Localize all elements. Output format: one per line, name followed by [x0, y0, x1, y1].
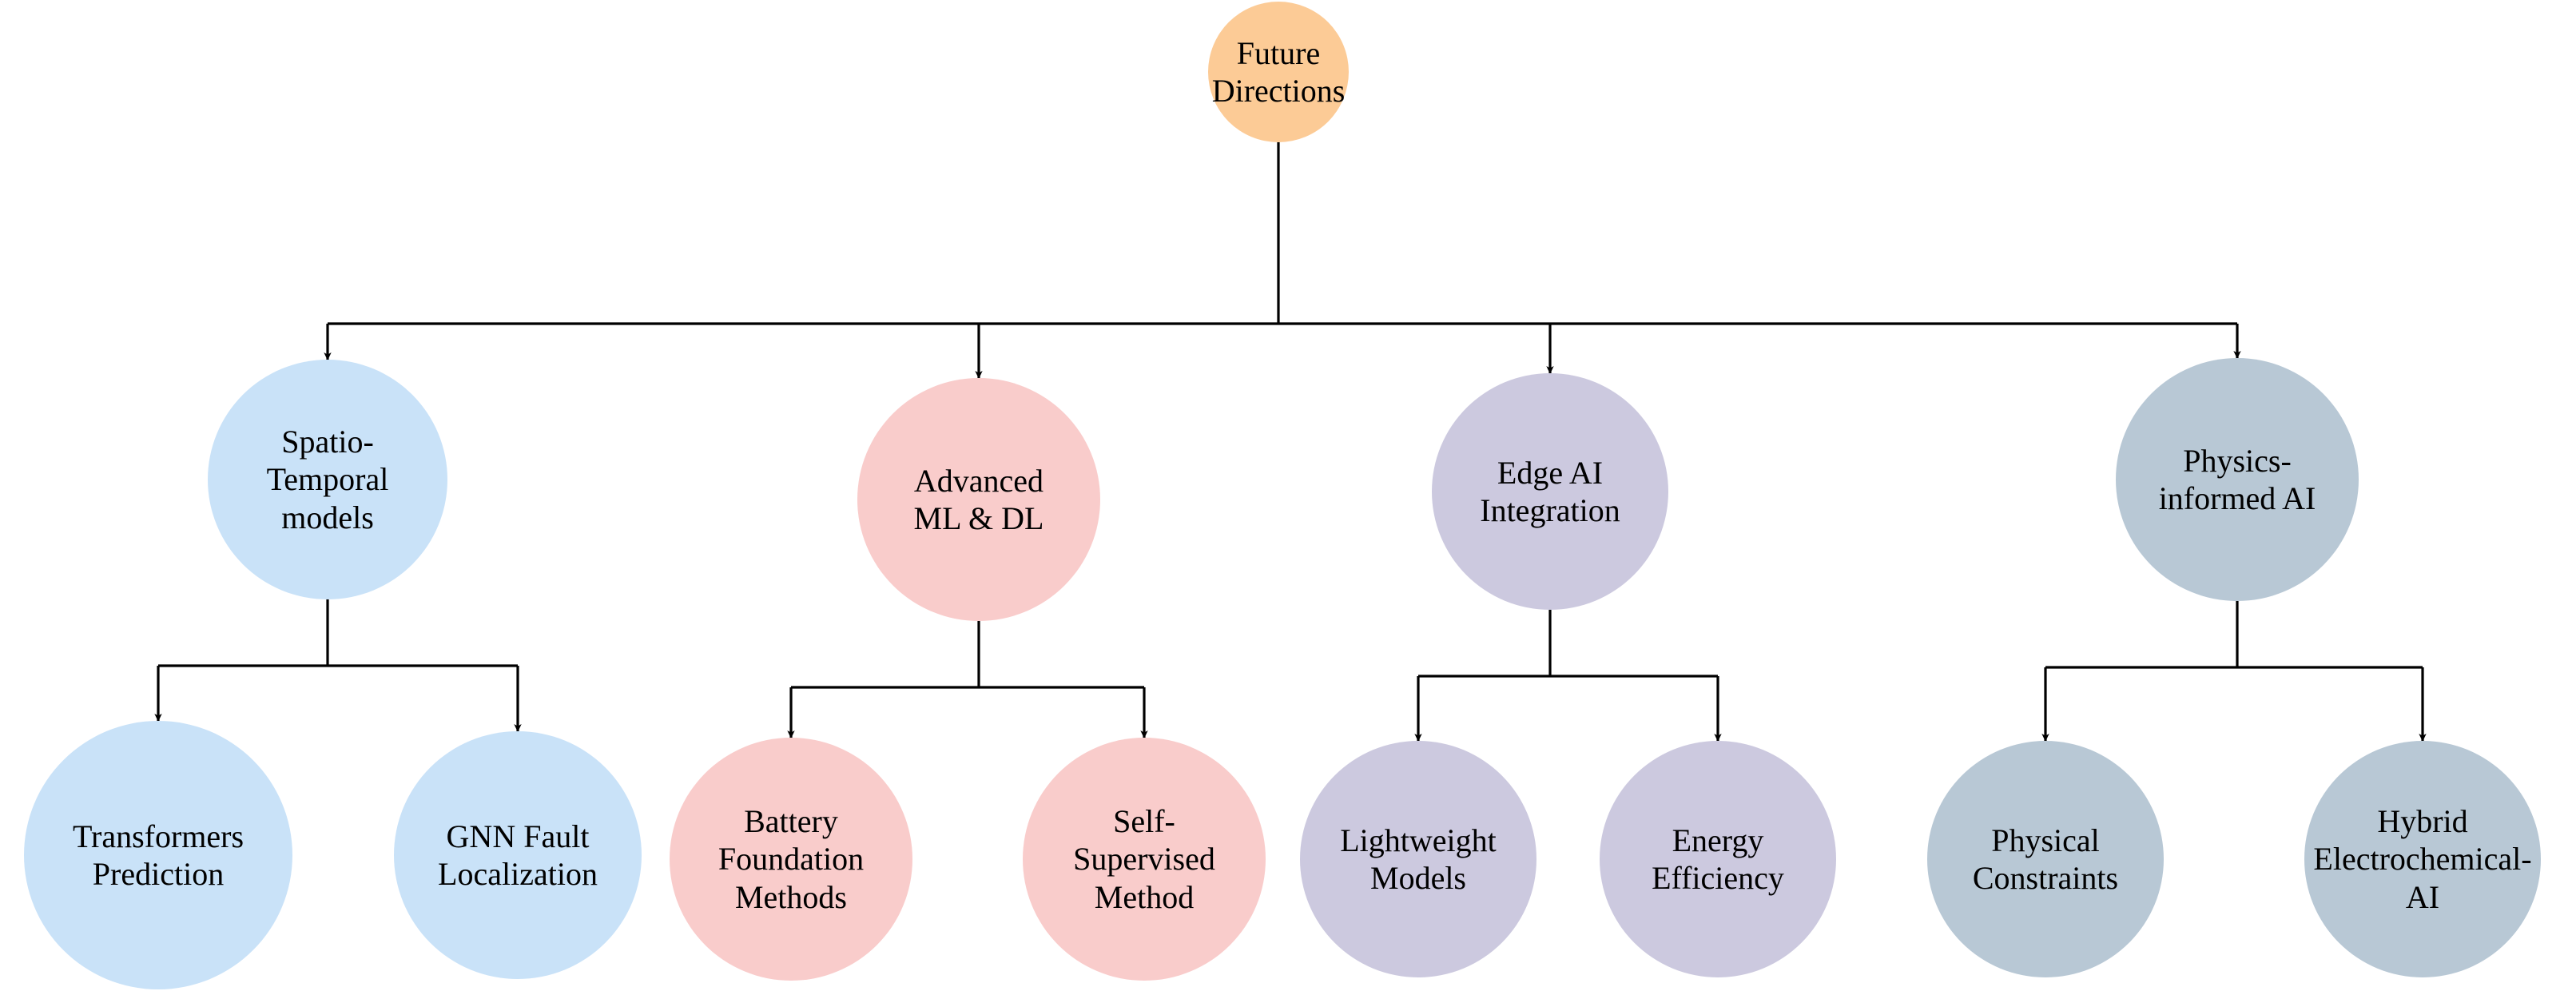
- node-battery-foundation-methods[interactable]: Battery Foundation Methods: [670, 738, 912, 981]
- node-label: Edge AI Integration: [1480, 454, 1620, 528]
- node-label: Hybrid Electrochemical- AI: [2313, 803, 2532, 915]
- node-label: Self- Supervised Method: [1073, 803, 1215, 915]
- node-gnn-fault-localization[interactable]: GNN Fault Localization: [394, 731, 642, 979]
- node-label: Lightweight Models: [1340, 822, 1497, 896]
- node-advanced-ml-dl[interactable]: Advanced ML & DL: [857, 378, 1100, 621]
- node-root[interactable]: Future Directions: [1208, 2, 1349, 142]
- node-physical-constraints[interactable]: Physical Constraints: [1927, 741, 2164, 977]
- node-self-supervised-method[interactable]: Self- Supervised Method: [1023, 738, 1266, 981]
- node-label: Transformers Prediction: [72, 818, 244, 892]
- node-hybrid-electrochemical-ai[interactable]: Hybrid Electrochemical- AI: [2304, 741, 2541, 977]
- node-label: Physical Constraints: [1972, 822, 2119, 896]
- node-energy-efficiency[interactable]: Energy Efficiency: [1600, 741, 1836, 977]
- node-edge-ai-integration[interactable]: Edge AI Integration: [1432, 373, 1668, 610]
- node-label: Future Directions: [1211, 34, 1346, 109]
- node-label: Spatio- Temporal models: [266, 424, 389, 535]
- node-label: Advanced ML & DL: [913, 462, 1044, 536]
- node-lightweight-models[interactable]: Lightweight Models: [1300, 741, 1536, 977]
- node-label: Battery Foundation Methods: [718, 803, 865, 915]
- node-label: GNN Fault Localization: [438, 818, 598, 892]
- node-label: Energy Efficiency: [1652, 822, 1784, 896]
- node-physics-informed-ai[interactable]: Physics- informed AI: [2116, 358, 2359, 601]
- node-label: Physics- informed AI: [2158, 442, 2316, 516]
- node-transformers-prediction[interactable]: Transformers Prediction: [24, 721, 292, 989]
- node-spatio-temporal-models[interactable]: Spatio- Temporal models: [208, 360, 447, 599]
